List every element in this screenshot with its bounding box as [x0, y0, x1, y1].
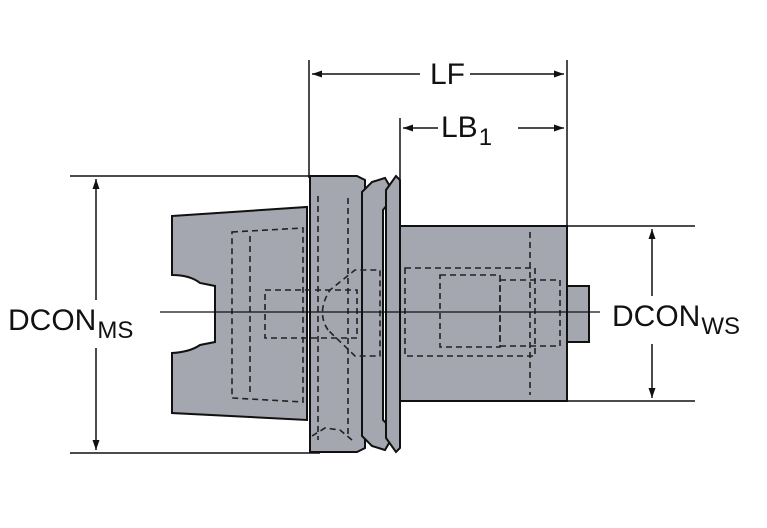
groove-ring: [361, 176, 394, 452]
dcon-ms-label: DCONMS: [8, 304, 133, 343]
hidden-notch: [311, 427, 353, 441]
working-body: [399, 225, 568, 402]
dcon-ws-label-main: DCON: [612, 300, 701, 333]
dcon-ws-label-sub: WS: [701, 313, 741, 340]
center-stud: [566, 285, 590, 343]
lb1-label-sub: 1: [478, 124, 493, 151]
dcon-ms-label-sub: MS: [97, 317, 134, 344]
dcon-ws-label: DCONWS: [612, 300, 740, 339]
lf-label-main: LF: [430, 58, 466, 91]
lb1-label-main: LB: [441, 111, 478, 144]
shank: [171, 205, 308, 422]
dimension-lines: [92, 70, 656, 450]
lb1-label: LB1: [441, 111, 492, 150]
hidden-bore-shank: [231, 227, 304, 403]
hidden-lines: [231, 196, 561, 441]
hidden-ball: [321, 269, 381, 357]
hidden-drawbar: [264, 289, 358, 339]
shank-body: [171, 205, 308, 422]
groove-ring-outer: [385, 174, 401, 454]
flange: [309, 175, 366, 453]
extension-lines: [70, 60, 695, 454]
lf-label: LF: [430, 60, 466, 90]
dcon-ms-label-main: DCON: [8, 304, 97, 337]
